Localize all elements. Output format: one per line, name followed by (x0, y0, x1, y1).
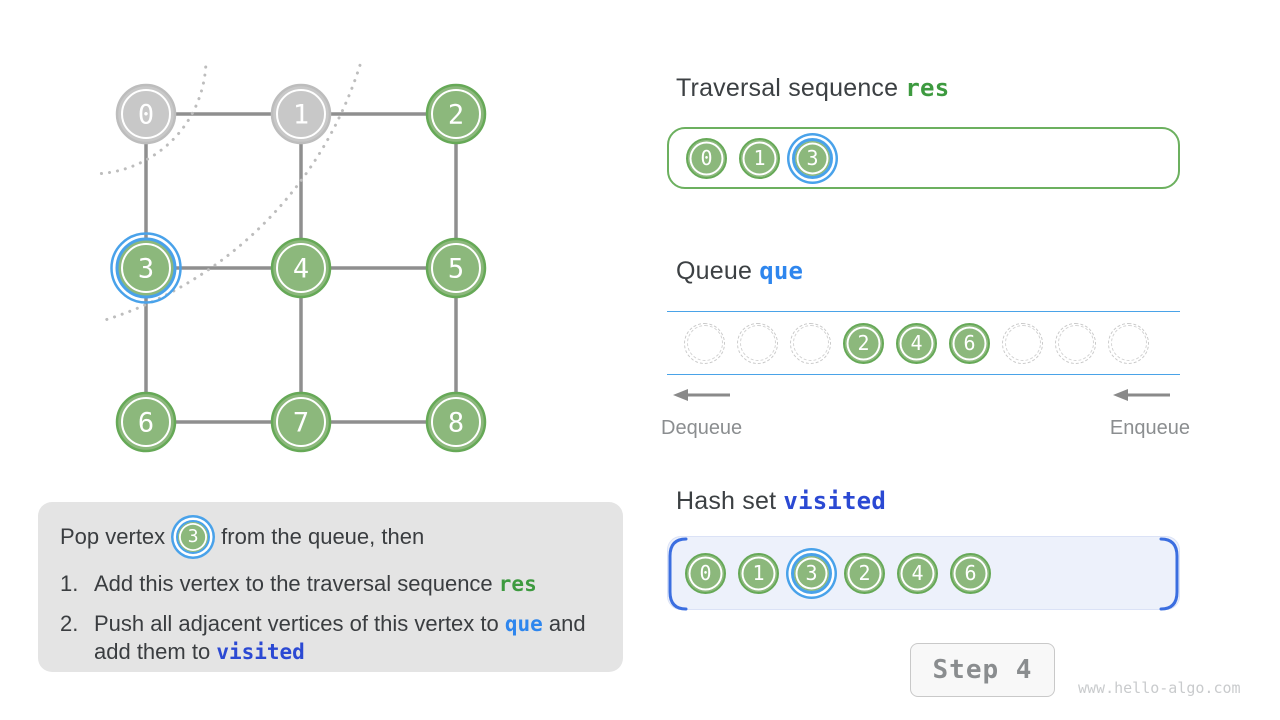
que-code-inline: que (504, 611, 543, 636)
note-item-1: 1. Add this vertex to the traversal sequ… (60, 570, 601, 599)
queue-slot (684, 322, 725, 364)
queue-slot: 6 (949, 322, 990, 364)
visited-cell: 1 (738, 552, 779, 594)
step-indicator: Step 4 (910, 643, 1055, 697)
graph-canvas: 0 1 2 3 4 5 6 7 8 (97, 63, 487, 453)
note-item1-number: 1. (60, 571, 79, 596)
queue-slot (737, 322, 778, 364)
res-section-title: Traversal sequence res (676, 74, 950, 102)
svg-text:4: 4 (293, 254, 309, 285)
visited-code-inline: visited (216, 640, 305, 665)
visited-cell: 2 (844, 552, 885, 594)
note-item-2: 2. Push all adjacent vertices of this ve… (60, 610, 601, 667)
queue-slot: 4 (896, 322, 937, 364)
queue-slot: 2 (843, 322, 884, 364)
res-code-inline: res (498, 572, 537, 596)
visited-section-title: Hash set visited (676, 487, 886, 515)
queue-slot (790, 322, 831, 364)
graph-vertex-3: 3 (110, 232, 182, 304)
hash-right-bracket-icon (1159, 537, 1179, 611)
svg-text:6: 6 (138, 408, 154, 439)
enqueue-label: Enqueue (1109, 417, 1190, 439)
note-item2-text: Push all adjacent vertices of this verte… (94, 610, 586, 665)
note-item1-text: Add this vertex to the traversal sequenc… (94, 571, 537, 596)
watermark: www.hello-algo.com (1078, 679, 1241, 697)
note-box: Pop vertex 3 from the queue, then 1. Add… (38, 502, 623, 672)
visited-cell: 3 (791, 552, 832, 594)
dequeue-label: Dequeue (661, 417, 743, 439)
svg-text:7: 7 (293, 408, 309, 439)
sequence-cell: 3 (792, 137, 833, 179)
popped-vertex-badge: 3 (176, 520, 211, 554)
graph-vertex-7: 7 (270, 391, 332, 453)
svg-text:1: 1 (293, 100, 309, 131)
graph-vertex-2: 2 (425, 83, 487, 145)
graph-vertex-5: 5 (425, 237, 487, 299)
svg-text:5: 5 (448, 254, 464, 285)
queue-slot (1002, 322, 1043, 364)
note-line-1: Pop vertex 3 from the queue, then (60, 515, 601, 559)
sequence-cell: 1 (739, 137, 780, 179)
note-item2-number: 2. (60, 610, 79, 636)
svg-text:8: 8 (448, 408, 464, 439)
queue-slot (1055, 322, 1096, 364)
que-code-label: que (759, 257, 804, 285)
graph-vertex-0: 0 (115, 83, 177, 145)
dequeue-arrow-left-icon (673, 389, 730, 401)
svg-text:0: 0 (138, 100, 154, 131)
graph-vertex-8: 8 (425, 391, 487, 453)
note-line1-post: from the queue, then (221, 523, 425, 549)
graph-vertex-4: 4 (270, 237, 332, 299)
svg-text:3: 3 (138, 254, 154, 285)
res-code-label: res (905, 74, 950, 102)
sequence-cell: 0 (686, 137, 727, 179)
visited-cell: 0 (685, 552, 726, 594)
visited-code-label: visited (783, 487, 886, 515)
note-line1-pre: Pop vertex (60, 523, 166, 549)
svg-text:2: 2 (448, 100, 464, 131)
graph-vertex-1: 1 (270, 83, 332, 145)
visited-cell: 4 (897, 552, 938, 594)
queue-section-title: Queue que (676, 257, 804, 285)
graph-vertex-6: 6 (115, 391, 177, 453)
bfs-wave-arc (97, 65, 208, 176)
queue-slot (1108, 322, 1149, 364)
visited-cell: 6 (950, 552, 991, 594)
enqueue-arrow-left-icon (1113, 389, 1170, 401)
